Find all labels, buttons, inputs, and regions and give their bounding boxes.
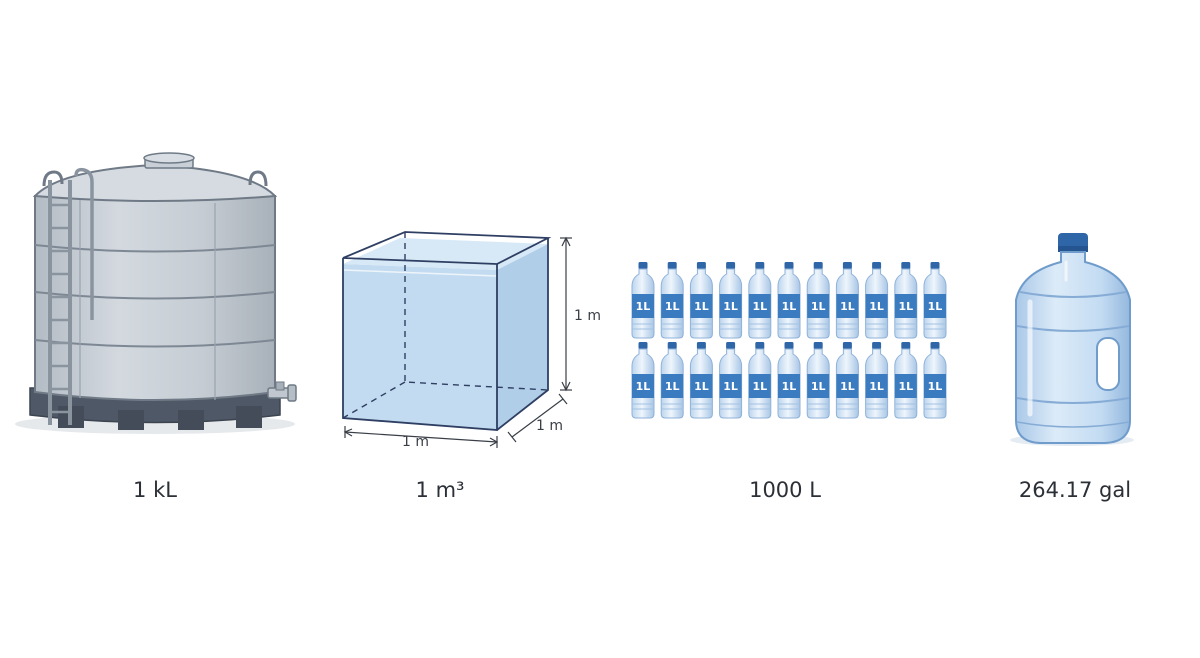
water-bottle: 1L	[777, 262, 801, 339]
bottle-label: 1L	[636, 380, 651, 393]
bottle-label: 1L	[928, 380, 943, 393]
water-bottles-icon: 1L 1L 1L 1L 1L 1L 1L 1L 1L 1L 1L 1L 1L 1L 1L 1L 1L 1L 1L 1L…	[631, 262, 947, 419]
water-bottle: 1L	[748, 262, 772, 339]
water-bottle: 1L	[894, 342, 918, 419]
water-bottle: 1L	[719, 262, 743, 339]
bottle-label: 1L	[869, 380, 884, 393]
water-bottle: 1L	[865, 262, 889, 339]
water-bottle: 1L	[631, 342, 655, 419]
bottle-label: 1L	[782, 300, 797, 313]
water-jug-icon	[1010, 233, 1134, 446]
bottle-label: 1L	[636, 300, 651, 313]
water-bottle: 1L	[835, 262, 859, 339]
water-bottle: 1L	[660, 342, 684, 419]
bottle-label: 1L	[752, 380, 767, 393]
water-bottle: 1L	[865, 342, 889, 419]
water-bottle: 1L	[835, 342, 859, 419]
bottles-caption: 1000 L	[749, 478, 821, 502]
bottle-label: 1L	[840, 300, 855, 313]
water-bottle: 1L	[689, 262, 713, 339]
tank-caption: 1 kL	[133, 478, 177, 502]
bottle-label: 1L	[898, 380, 913, 393]
cube-depth-label: 1 m	[536, 418, 563, 434]
water-bottle: 1L	[777, 342, 801, 419]
bottle-label: 1L	[840, 380, 855, 393]
bottle-label: 1L	[723, 300, 738, 313]
bottle-label: 1L	[752, 300, 767, 313]
bottle-label: 1L	[723, 380, 738, 393]
bottle-label: 1L	[811, 300, 826, 313]
cube-caption: 1 m³	[415, 478, 465, 502]
bottle-label: 1L	[694, 300, 709, 313]
bottle-label: 1L	[869, 300, 884, 313]
water-bottle: 1L	[806, 342, 830, 419]
bottle-label: 1L	[782, 380, 797, 393]
water-bottle: 1L	[719, 342, 743, 419]
bottle-label: 1L	[694, 380, 709, 393]
water-bottle: 1L	[923, 342, 947, 419]
cube-height-label: 1 m	[574, 308, 601, 324]
water-bottle: 1L	[748, 342, 772, 419]
water-bottle: 1L	[631, 262, 655, 339]
water-bottle: 1L	[660, 262, 684, 339]
bottle-label: 1L	[665, 380, 680, 393]
water-bottle: 1L	[923, 262, 947, 339]
water-bottle: 1L	[806, 262, 830, 339]
cube-width-label: 1 m	[402, 434, 429, 450]
bottle-label: 1L	[665, 300, 680, 313]
water-bottle: 1L	[689, 342, 713, 419]
cubic-meter-box-icon	[342, 231, 572, 448]
water-bottle: 1L	[894, 262, 918, 339]
bottle-label: 1L	[811, 380, 826, 393]
jug-caption: 264.17 gal	[1018, 478, 1132, 502]
bottle-label: 1L	[928, 300, 943, 313]
storage-tank-icon	[15, 152, 297, 434]
bottle-label: 1L	[898, 300, 913, 313]
